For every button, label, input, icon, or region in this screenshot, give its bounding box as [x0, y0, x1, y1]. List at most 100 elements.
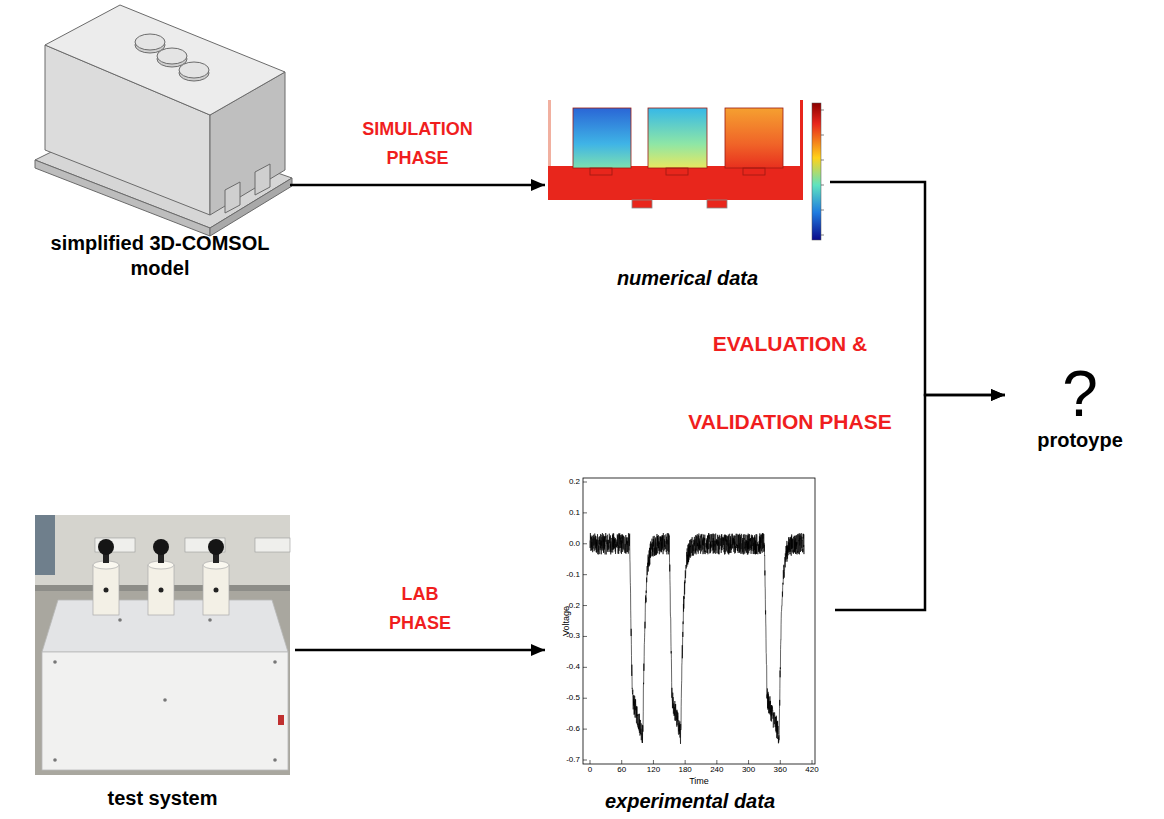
- x-tick-label: 360: [774, 766, 787, 774]
- node-caption: experimental data: [605, 789, 775, 814]
- y-tick: [583, 636, 587, 637]
- x-tick-label: 300: [742, 766, 755, 774]
- y-tick: [583, 605, 587, 606]
- color-bar-tick: [821, 210, 824, 211]
- y-tick: [583, 574, 587, 575]
- sensor-outline: [743, 168, 765, 175]
- wall-device: [35, 515, 55, 575]
- phase-label: LAB PHASE: [386, 580, 454, 638]
- port: [159, 588, 164, 593]
- phase-label: SIMULATION PHASE: [359, 115, 476, 173]
- screw: [53, 758, 57, 762]
- simulation-image: [548, 100, 824, 240]
- x-tick-label: 120: [647, 766, 660, 774]
- y-tick: [583, 543, 587, 544]
- knob: [208, 539, 224, 555]
- plot-frame: [583, 478, 815, 764]
- cell-outline: [648, 108, 707, 168]
- test-system-photo: [35, 515, 290, 775]
- y-tick-label: -0.5: [566, 694, 580, 702]
- y-tick-label: 0.2: [569, 478, 580, 486]
- numerical-data-box: numerical data: [545, 95, 830, 295]
- axis-title: Time: [689, 777, 709, 786]
- y-tick-label: -0.7: [566, 756, 580, 764]
- prototype-box: ?protoype: [1005, 360, 1155, 460]
- y-tick: [583, 760, 587, 761]
- plot-ticks: [583, 482, 812, 764]
- x-tick: [812, 760, 813, 764]
- test-system-box: test system: [30, 510, 295, 815]
- drawing-part: [53, 618, 277, 762]
- flow-arrow: [830, 182, 1005, 395]
- y-tick: [583, 512, 587, 513]
- flow-arrow: [290, 184, 545, 187]
- color-bar: [812, 103, 821, 240]
- y-tick: [583, 729, 587, 730]
- color-bar-tick: [821, 235, 824, 236]
- socket-strip: [255, 538, 290, 552]
- phase-label: EVALUATION & VALIDATION PHASE: [670, 305, 910, 461]
- cell-region: [648, 108, 707, 168]
- flow-arrow: [295, 649, 545, 652]
- color-bar-tick: [821, 185, 824, 186]
- y-tick-label: 0.0: [569, 540, 580, 548]
- box-front: [42, 652, 288, 770]
- x-tick-label: 420: [805, 766, 818, 774]
- x-tick-label: 180: [678, 766, 691, 774]
- cell-cylinder: [93, 565, 119, 615]
- model-box: simplified 3D-COMSOL model: [30, 0, 290, 285]
- y-tick-label: -0.1: [566, 571, 580, 579]
- y-tick-label: -0.6: [566, 725, 580, 733]
- drawing-part: [821, 110, 824, 235]
- button-top: [179, 62, 209, 78]
- x-tick-label: 240: [710, 766, 723, 774]
- screw: [273, 758, 277, 762]
- y-tick-label: 0.1: [569, 509, 580, 517]
- box-top-face: [45, 5, 285, 115]
- port: [214, 588, 219, 593]
- drawing-part: [573, 108, 783, 175]
- screw: [118, 618, 122, 622]
- node-caption: simplified 3D-COMSOL model: [30, 231, 290, 281]
- photo-background: [35, 515, 290, 775]
- foot: [707, 200, 727, 208]
- buttons: [135, 34, 209, 81]
- sensor-outline: [666, 168, 688, 175]
- color-bar-tick: [821, 160, 824, 161]
- cell-region: [725, 108, 783, 168]
- voltage-plot: [583, 478, 815, 764]
- cell-outline: [573, 108, 631, 168]
- model-illustration: [35, 5, 292, 236]
- x-tick: [590, 760, 591, 764]
- button-top: [157, 48, 187, 64]
- color-bar-tick: [821, 135, 824, 136]
- node-caption: test system: [107, 786, 217, 811]
- x-tick: [621, 760, 622, 764]
- foot: [632, 200, 652, 208]
- knob: [98, 539, 114, 555]
- y-tick: [583, 667, 587, 668]
- voltage-trace: [590, 533, 804, 744]
- x-tick: [716, 760, 717, 764]
- mount-bracket: [255, 164, 270, 195]
- y-tick: [583, 698, 587, 699]
- switch: [278, 715, 284, 725]
- screw: [163, 698, 167, 702]
- cell-cylinder: [148, 565, 174, 615]
- y-tick: [583, 482, 587, 483]
- x-tick: [653, 760, 654, 764]
- node-caption: ?: [1062, 360, 1098, 428]
- y-tick-label: -0.4: [566, 663, 580, 671]
- cell-cylinder: [203, 565, 229, 615]
- cell-outline: [725, 108, 783, 168]
- screw: [208, 618, 212, 622]
- mount-bracket: [225, 182, 240, 213]
- knob: [153, 539, 169, 555]
- sensor-outline: [590, 168, 612, 175]
- x-tick: [780, 760, 781, 764]
- port: [104, 588, 109, 593]
- x-tick-label: 0: [588, 766, 592, 774]
